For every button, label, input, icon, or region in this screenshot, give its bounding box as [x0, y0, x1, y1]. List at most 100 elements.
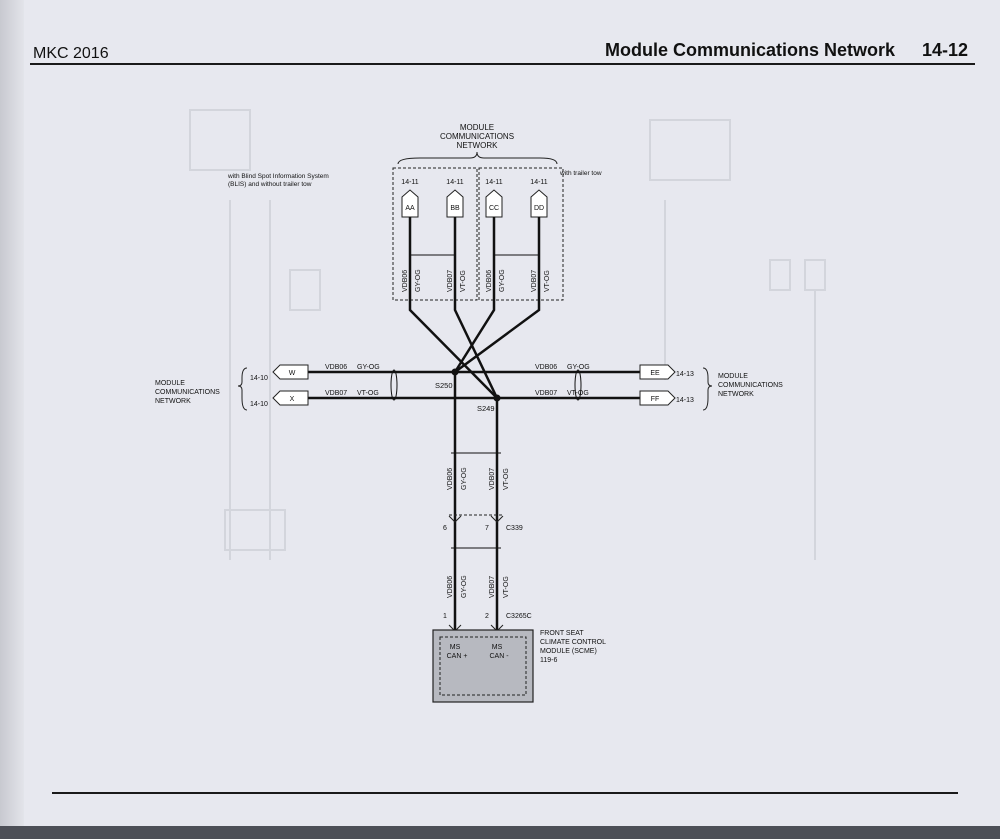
left-vdb06-circuit: VDB06 — [325, 364, 347, 371]
right-connector-ff-id: FF — [651, 396, 660, 403]
right-brace — [702, 367, 713, 411]
top-network-label-2: COMMUNICATIONS — [440, 132, 514, 141]
right-connector-ff: FF 14-13 — [639, 390, 694, 406]
lower-vdb07-color: VT-OG — [503, 576, 510, 598]
right-network-label-2: COMMUNICATIONS — [718, 382, 783, 389]
left-vdb07-color: VT-OG — [357, 390, 379, 397]
blis-note-2: (BLIS) and without trailer tow — [228, 181, 312, 188]
cc-color: GY-OG — [499, 269, 506, 292]
module-pin-a-2: CAN + — [447, 653, 468, 660]
top-connector-cc-page: 14-11 — [485, 179, 502, 186]
top-network-label-1: MODULE — [460, 123, 494, 132]
right-network-label-3: NETWORK — [718, 391, 754, 398]
module-name-1: FRONT SEAT — [540, 630, 584, 637]
top-connector-bb: 14-11 BB — [446, 179, 464, 218]
module-pin-b-2: CAN - — [489, 653, 509, 660]
cc-circuit: VDB06 — [486, 270, 493, 292]
left-connector-x-page: 14-10 — [250, 401, 268, 408]
left-connector-w-id: W — [289, 370, 296, 377]
left-network-label-2: COMMUNICATIONS — [155, 389, 220, 396]
page-number: 14-12 — [922, 40, 969, 60]
footer-rule — [52, 792, 958, 794]
module-name-3: MODULE (SCME) — [540, 648, 597, 655]
wire-bb — [453, 217, 499, 399]
left-connector-w-page: 14-10 — [250, 375, 268, 382]
blis-note-1: with Blind Spot Information System — [227, 173, 329, 180]
c339-pin-b: 7 — [485, 525, 489, 532]
section-title: Module Communications Network — [605, 40, 896, 60]
scme-module: MS CAN + MS CAN - — [432, 629, 534, 703]
trailer-note: with trailer tow — [559, 170, 602, 177]
left-connector-w: 14-10 W — [250, 364, 309, 382]
top-connector-aa-page: 14-11 — [401, 179, 418, 186]
splice-s249-label: S249 — [477, 404, 495, 413]
left-network-label-1: MODULE — [155, 380, 185, 387]
dd-color: VT-OG — [544, 270, 551, 292]
lower-vdb06-circuit: VDB06 — [447, 576, 454, 598]
left-connector-x: 14-10 X — [250, 390, 309, 408]
show-through-artifacts — [189, 109, 826, 560]
top-connector-bb-page: 14-11 — [446, 179, 463, 186]
top-connector-dd: 14-11 DD — [530, 179, 548, 218]
top-network-label-3: NETWORK — [457, 141, 499, 150]
module-pin-a-1: MS — [450, 644, 461, 651]
c3265c-name: C3265C — [506, 613, 532, 620]
upper-vdb06-color: GY-OG — [461, 467, 468, 490]
left-vdb06-color: GY-OG — [357, 364, 380, 371]
trailer-option-box — [478, 167, 564, 301]
c3265c-pin-a: 1 — [443, 613, 447, 620]
left-vdb07-circuit: VDB07 — [325, 390, 347, 397]
right-connector-ee-id: EE — [650, 370, 660, 377]
wire-dd — [454, 217, 541, 374]
upper-vdb07-color: VT-OG — [503, 468, 510, 490]
left-brace — [237, 367, 248, 411]
right-vdb06-color: GY-OG — [567, 364, 590, 371]
splice-s249-dot — [493, 394, 501, 402]
module-name-4: 119-6 — [540, 657, 557, 664]
right-connector-ee-page: 14-13 — [676, 371, 694, 378]
splice-s250-label: S250 — [435, 381, 453, 390]
binding-shadow — [0, 0, 24, 839]
top-connector-dd-id: DD — [534, 205, 544, 212]
right-connector-ff-page: 14-13 — [676, 397, 694, 404]
left-network-label-3: NETWORK — [155, 398, 191, 405]
blis-option-box — [392, 167, 478, 301]
top-connector-cc: 14-11 CC — [485, 179, 503, 218]
c339-name: C339 — [506, 525, 523, 532]
c3265c-pin-b: 2 — [485, 613, 489, 620]
wires — [308, 217, 640, 632]
top-connector-dd-page: 14-11 — [530, 179, 547, 186]
connector-c339: 6 7 C339 — [443, 514, 523, 532]
top-connector-bb-id: BB — [450, 205, 460, 212]
module-pin-b-1: MS — [492, 644, 503, 651]
aa-circuit: VDB06 — [402, 270, 409, 292]
c339-pin-a: 6 — [443, 525, 447, 532]
right-vdb06-circuit: VDB06 — [535, 364, 557, 371]
lower-vdb07-circuit: VDB07 — [489, 576, 496, 598]
page-bottom-edge — [0, 826, 1000, 839]
aa-color: GY-OG — [415, 269, 422, 292]
model-label: MKC 2016 — [33, 45, 109, 62]
right-network-label-1: MODULE — [718, 373, 748, 380]
top-connector-aa: 14-11 AA — [401, 179, 419, 218]
left-connector-x-id: X — [290, 396, 295, 403]
upper-vdb07-circuit: VDB07 — [489, 468, 496, 490]
top-connector-aa-id: AA — [405, 205, 415, 212]
right-connector-ee: EE 14-13 — [639, 364, 694, 380]
top-connector-cc-id: CC — [489, 205, 499, 212]
right-vdb07-color: VT-OG — [567, 390, 589, 397]
top-brace — [397, 151, 558, 165]
dd-circuit: VDB07 — [531, 270, 538, 292]
right-vdb07-circuit: VDB07 — [535, 390, 557, 397]
wire-aa — [408, 217, 498, 399]
upper-vdb06-circuit: VDB06 — [447, 468, 454, 490]
module-name-2: CLIMATE CONTROL — [540, 639, 606, 646]
bb-circuit: VDB07 — [447, 270, 454, 292]
splice-s250-dot — [451, 368, 459, 376]
lower-vdb06-color: GY-OG — [461, 575, 468, 598]
header-rule — [30, 63, 975, 65]
wire-cc — [453, 217, 496, 373]
bb-color: VT-OG — [460, 270, 467, 292]
twist-markers — [390, 254, 582, 549]
